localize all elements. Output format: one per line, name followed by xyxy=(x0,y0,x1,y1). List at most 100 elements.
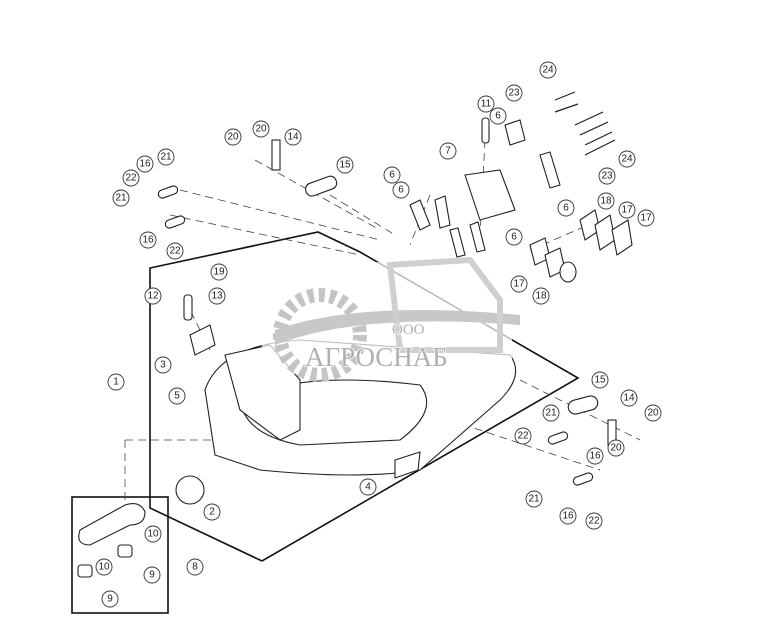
callout-number: 12 xyxy=(147,291,159,302)
callout-number: 15 xyxy=(339,160,351,171)
callout-number: 21 xyxy=(115,193,127,204)
callout-circle xyxy=(505,84,523,102)
callout-17: 17 xyxy=(618,201,636,219)
callout-circle xyxy=(136,155,154,173)
callout-6: 6 xyxy=(505,228,523,246)
callout-circle xyxy=(122,169,140,187)
callout-number: 22 xyxy=(588,516,600,527)
bolts xyxy=(554,91,616,156)
callout-circle xyxy=(210,263,228,281)
callout-number: 6 xyxy=(398,185,404,196)
callout-circle xyxy=(101,590,119,608)
callout-14: 14 xyxy=(620,389,638,407)
callout-10: 10 xyxy=(95,558,113,576)
callout-number: 23 xyxy=(601,171,613,182)
clip-2 xyxy=(394,451,421,479)
callout-number: 18 xyxy=(535,291,547,302)
callout-number: 6 xyxy=(563,203,569,214)
callout-circle xyxy=(597,192,615,210)
callout-circle xyxy=(166,242,184,260)
callout-circle xyxy=(224,128,242,146)
callout-number: 16 xyxy=(142,235,154,246)
callout-number: 23 xyxy=(508,88,520,99)
callout-13: 13 xyxy=(208,287,226,305)
callout-circle xyxy=(620,389,638,407)
callout-circle xyxy=(542,404,560,422)
callout-circle xyxy=(585,512,603,530)
callout-circle xyxy=(143,566,161,584)
callout-18: 18 xyxy=(597,192,615,210)
callout-17: 17 xyxy=(637,209,655,227)
callout-21: 21 xyxy=(525,490,543,508)
callout-number: 20 xyxy=(255,124,267,135)
callout-6: 6 xyxy=(557,199,575,217)
callout-24: 24 xyxy=(618,150,636,168)
callout-22: 22 xyxy=(514,427,532,445)
callout-circle xyxy=(539,61,557,79)
callout-circle xyxy=(336,156,354,174)
callout-number: 17 xyxy=(640,213,652,224)
callout-15: 15 xyxy=(336,156,354,174)
callout-6: 6 xyxy=(392,181,410,199)
callout-circle xyxy=(392,181,410,199)
callout-21: 21 xyxy=(542,404,560,422)
bushing-2 xyxy=(567,395,599,415)
callout-circle xyxy=(607,439,625,457)
callout-circle xyxy=(95,558,113,576)
callout-circle xyxy=(252,120,270,138)
callout-number: 4 xyxy=(365,482,371,493)
callout-circle xyxy=(525,490,543,508)
callout-number: 6 xyxy=(511,232,517,243)
callout-number: 24 xyxy=(542,65,554,76)
callout-22: 22 xyxy=(122,169,140,187)
callout-4: 4 xyxy=(359,478,377,496)
callout-circle xyxy=(154,356,172,374)
callout-circle xyxy=(637,209,655,227)
ball-plug xyxy=(175,475,205,505)
callout-2: 2 xyxy=(203,503,221,521)
callout-circle xyxy=(439,142,457,160)
pin-11 xyxy=(481,117,490,144)
callout-number: 24 xyxy=(621,154,633,165)
callout-19: 19 xyxy=(210,263,228,281)
callout-22: 22 xyxy=(166,242,184,260)
callout-circle xyxy=(477,95,495,113)
callout-number: 21 xyxy=(545,408,557,419)
callout-number: 6 xyxy=(495,111,501,122)
callout-circle xyxy=(208,287,226,305)
callout-number: 18 xyxy=(600,196,612,207)
callout-number: 21 xyxy=(160,152,172,163)
callout-number: 9 xyxy=(107,594,113,605)
callout-number: 17 xyxy=(621,205,633,216)
callout-circle xyxy=(168,387,186,405)
bushing xyxy=(304,175,338,197)
callout-17: 17 xyxy=(510,275,528,293)
pin xyxy=(183,294,193,321)
callout-circle xyxy=(532,287,550,305)
main-assembly-frame xyxy=(149,231,580,562)
callout-20: 20 xyxy=(607,439,625,457)
callout-number: 20 xyxy=(610,443,622,454)
callout-16: 16 xyxy=(136,155,154,173)
callout-number: 5 xyxy=(174,391,180,402)
watermark-prefix: ООО xyxy=(392,322,425,338)
callout-circle xyxy=(157,148,175,166)
callout-circle xyxy=(284,128,302,146)
callout-number: 8 xyxy=(192,562,198,573)
callout-number: 17 xyxy=(513,279,525,290)
callout-9: 9 xyxy=(143,566,161,584)
callout-number: 22 xyxy=(169,246,181,257)
callout-number: 15 xyxy=(594,375,606,386)
callout-circle xyxy=(203,503,221,521)
callout-circle xyxy=(559,507,577,525)
watermark-logo: ООО АГРОСНАБ xyxy=(262,256,520,382)
callout-circle xyxy=(139,231,157,249)
callout-6: 6 xyxy=(489,107,507,125)
callout-circle xyxy=(112,189,130,207)
callout-23: 23 xyxy=(598,167,616,185)
callout-20: 20 xyxy=(644,404,662,422)
callout-24: 24 xyxy=(539,61,557,79)
callout-number: 7 xyxy=(445,146,451,157)
callout-circle xyxy=(144,525,162,543)
